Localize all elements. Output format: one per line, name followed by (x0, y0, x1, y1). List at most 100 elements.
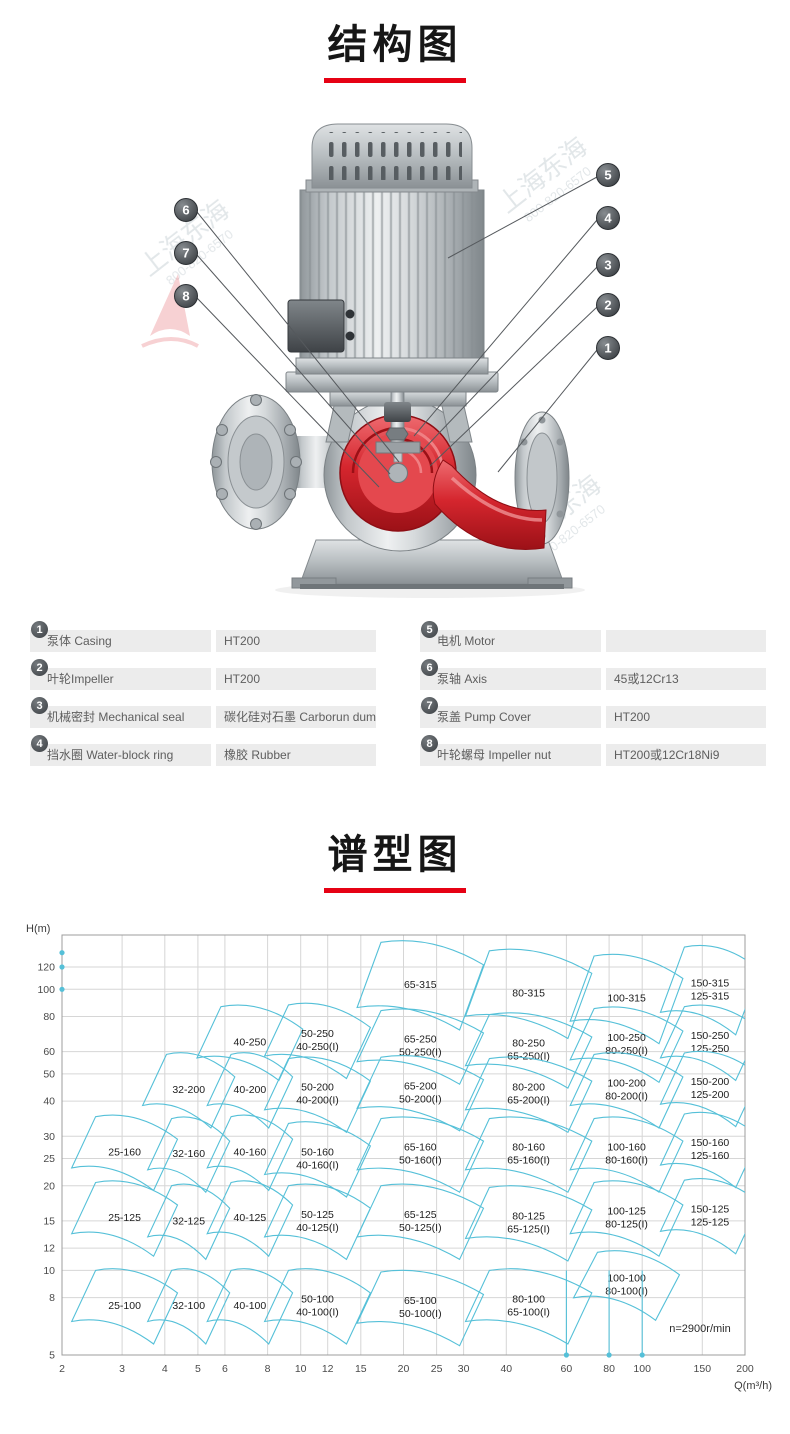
pump-region-label: 80-125(I) (605, 1219, 648, 1231)
part-value (606, 630, 766, 652)
part-label: 泵盖 Pump Cover (420, 706, 601, 728)
part-row: 4 挡水圈 Water-block ring 橡胶 Rubber (30, 735, 376, 766)
pump-region-label: 100-315 (607, 993, 646, 1005)
x-tick-label: 8 (265, 1363, 271, 1375)
motor (285, 123, 499, 393)
part-row: 8 叶轮螺母 Impeller nut HT200或12Cr18Ni9 (420, 735, 766, 766)
pump-region-label: 65-160 (404, 1142, 437, 1154)
part-row: 5 电机 Motor (420, 621, 766, 652)
callout-number: 5 (604, 168, 611, 183)
pump-region-label: 40-200 (234, 1084, 267, 1096)
callout-number: 8 (182, 289, 189, 304)
head-marker-dot (59, 986, 65, 992)
pump-base (291, 539, 573, 589)
pump-region (70, 1180, 179, 1258)
x-tick-label: 2 (59, 1363, 65, 1375)
structure-title: 结构图 (327, 23, 463, 67)
part-number-badge: 1 (31, 621, 48, 638)
pump-region (572, 1250, 681, 1322)
fan-cover-slots (322, 132, 462, 180)
y-tick-label: 5 (49, 1350, 55, 1362)
pump-region-label: 50-100 (301, 1294, 334, 1306)
pump-region-label: 80-200(I) (605, 1091, 648, 1103)
x-tick-label: 60 (561, 1363, 573, 1375)
pump-region-label: 25-125 (108, 1212, 141, 1224)
callout-number: 4 (604, 211, 612, 226)
pump-region-label: 150-125 (691, 1203, 730, 1215)
y-tick-label: 30 (43, 1131, 55, 1143)
x-tick-label: 10 (295, 1363, 307, 1375)
pump-region-label: 80-200 (512, 1082, 545, 1094)
part-number-badge: 3 (31, 697, 48, 714)
part-value: HT200 (216, 630, 376, 652)
pump-region-label: 32-125 (172, 1215, 205, 1227)
part-label: 电机 Motor (420, 630, 601, 652)
pump-region-label: 65-200 (404, 1080, 437, 1092)
pump-illustration: 上海东海 800-820-6570 上海东海 800-820-6570 上海东海… (134, 123, 620, 598)
pump-region (464, 1268, 593, 1345)
parts-table: 1 泵体 Casing HT200 2 叶轮Impeller HT200 3 机… (30, 621, 766, 790)
pump-region (464, 1185, 593, 1262)
part-row: 1 泵体 Casing HT200 (30, 621, 376, 652)
pump-region-label: 50-200(I) (399, 1093, 442, 1105)
callout-badges: 6 7 8 5 4 3 2 1 (174, 163, 620, 360)
x-tick-label: 40 (500, 1363, 512, 1375)
pump-region-label: 65-125 (404, 1209, 437, 1221)
pump-region-label: 125-250 (691, 1043, 730, 1055)
pump-region (464, 1116, 593, 1193)
pump-region-label: 32-200 (172, 1084, 205, 1096)
y-tick-label: 12 (43, 1243, 55, 1255)
pump-region-label: 150-315 (691, 977, 730, 989)
parts-column-right: 5 电机 Motor 6 泵轴 Axis 45或12Cr13 7 泵盖 Pump… (420, 621, 766, 782)
pump-region-label: 80-100 (512, 1294, 545, 1306)
part-number-badge: 8 (421, 735, 438, 752)
part-value: HT200 (606, 706, 766, 728)
flow-marker-dot (563, 1352, 570, 1358)
x-axis-label: Q(m³/h) (734, 1380, 772, 1392)
x-tick-label: 25 (431, 1363, 443, 1375)
pump-region (356, 1008, 485, 1085)
pump-region (569, 1116, 684, 1194)
callout-circle (596, 206, 620, 230)
speed-annotation: n=2900r/min (669, 1323, 730, 1335)
pump-region-label: 125-200 (691, 1089, 730, 1101)
x-tick-label: 3 (119, 1363, 125, 1375)
pump-region-label: 40-160(I) (296, 1160, 339, 1172)
pump-region-label: 100-250 (607, 1032, 646, 1044)
callout-circle (596, 163, 620, 187)
pump-region-label: 40-250 (234, 1036, 267, 1048)
pump-region (659, 1004, 745, 1082)
x-tick-label: 150 (694, 1363, 712, 1375)
part-row: 7 泵盖 Pump Cover HT200 (420, 697, 766, 728)
impeller-hub (388, 463, 408, 483)
pump-region (569, 953, 684, 1045)
pump-region-label: 65-200(I) (507, 1095, 550, 1107)
y-tick-label: 50 (43, 1068, 55, 1080)
performance-title-underline (324, 888, 466, 893)
coupling (384, 402, 411, 422)
pump-region-label: 32-160 (172, 1148, 205, 1160)
callout-circle (174, 198, 198, 222)
part-value: 橡胶 Rubber (216, 744, 376, 766)
part-row: 3 机械密封 Mechanical seal 碳化硅对石墨 Carborun d… (30, 697, 376, 728)
pump-structure-diagram: 上海东海 800-820-6570 上海东海 800-820-6570 上海东海… (0, 90, 790, 615)
pump-region-label: 40-160 (234, 1146, 267, 1158)
part-value: 碳化硅对石墨 Carborun dum (216, 706, 376, 728)
structure-title-underline (324, 78, 466, 83)
y-tick-label: 8 (49, 1292, 55, 1304)
part-value: 45或12Cr13 (606, 668, 766, 690)
part-number-badge: 6 (421, 659, 438, 676)
y-tick-label: 100 (37, 984, 55, 996)
pump-region-label: 65-125(I) (507, 1224, 550, 1236)
plot-frame (61, 934, 746, 1356)
mechanical-seal (375, 441, 421, 454)
part-label: 叶轮Impeller (30, 668, 211, 690)
pump-region (659, 1050, 745, 1128)
pump-region (146, 1183, 231, 1261)
callout-circle (174, 241, 198, 265)
impeller-nut (385, 427, 409, 441)
pump-region (70, 1268, 179, 1345)
